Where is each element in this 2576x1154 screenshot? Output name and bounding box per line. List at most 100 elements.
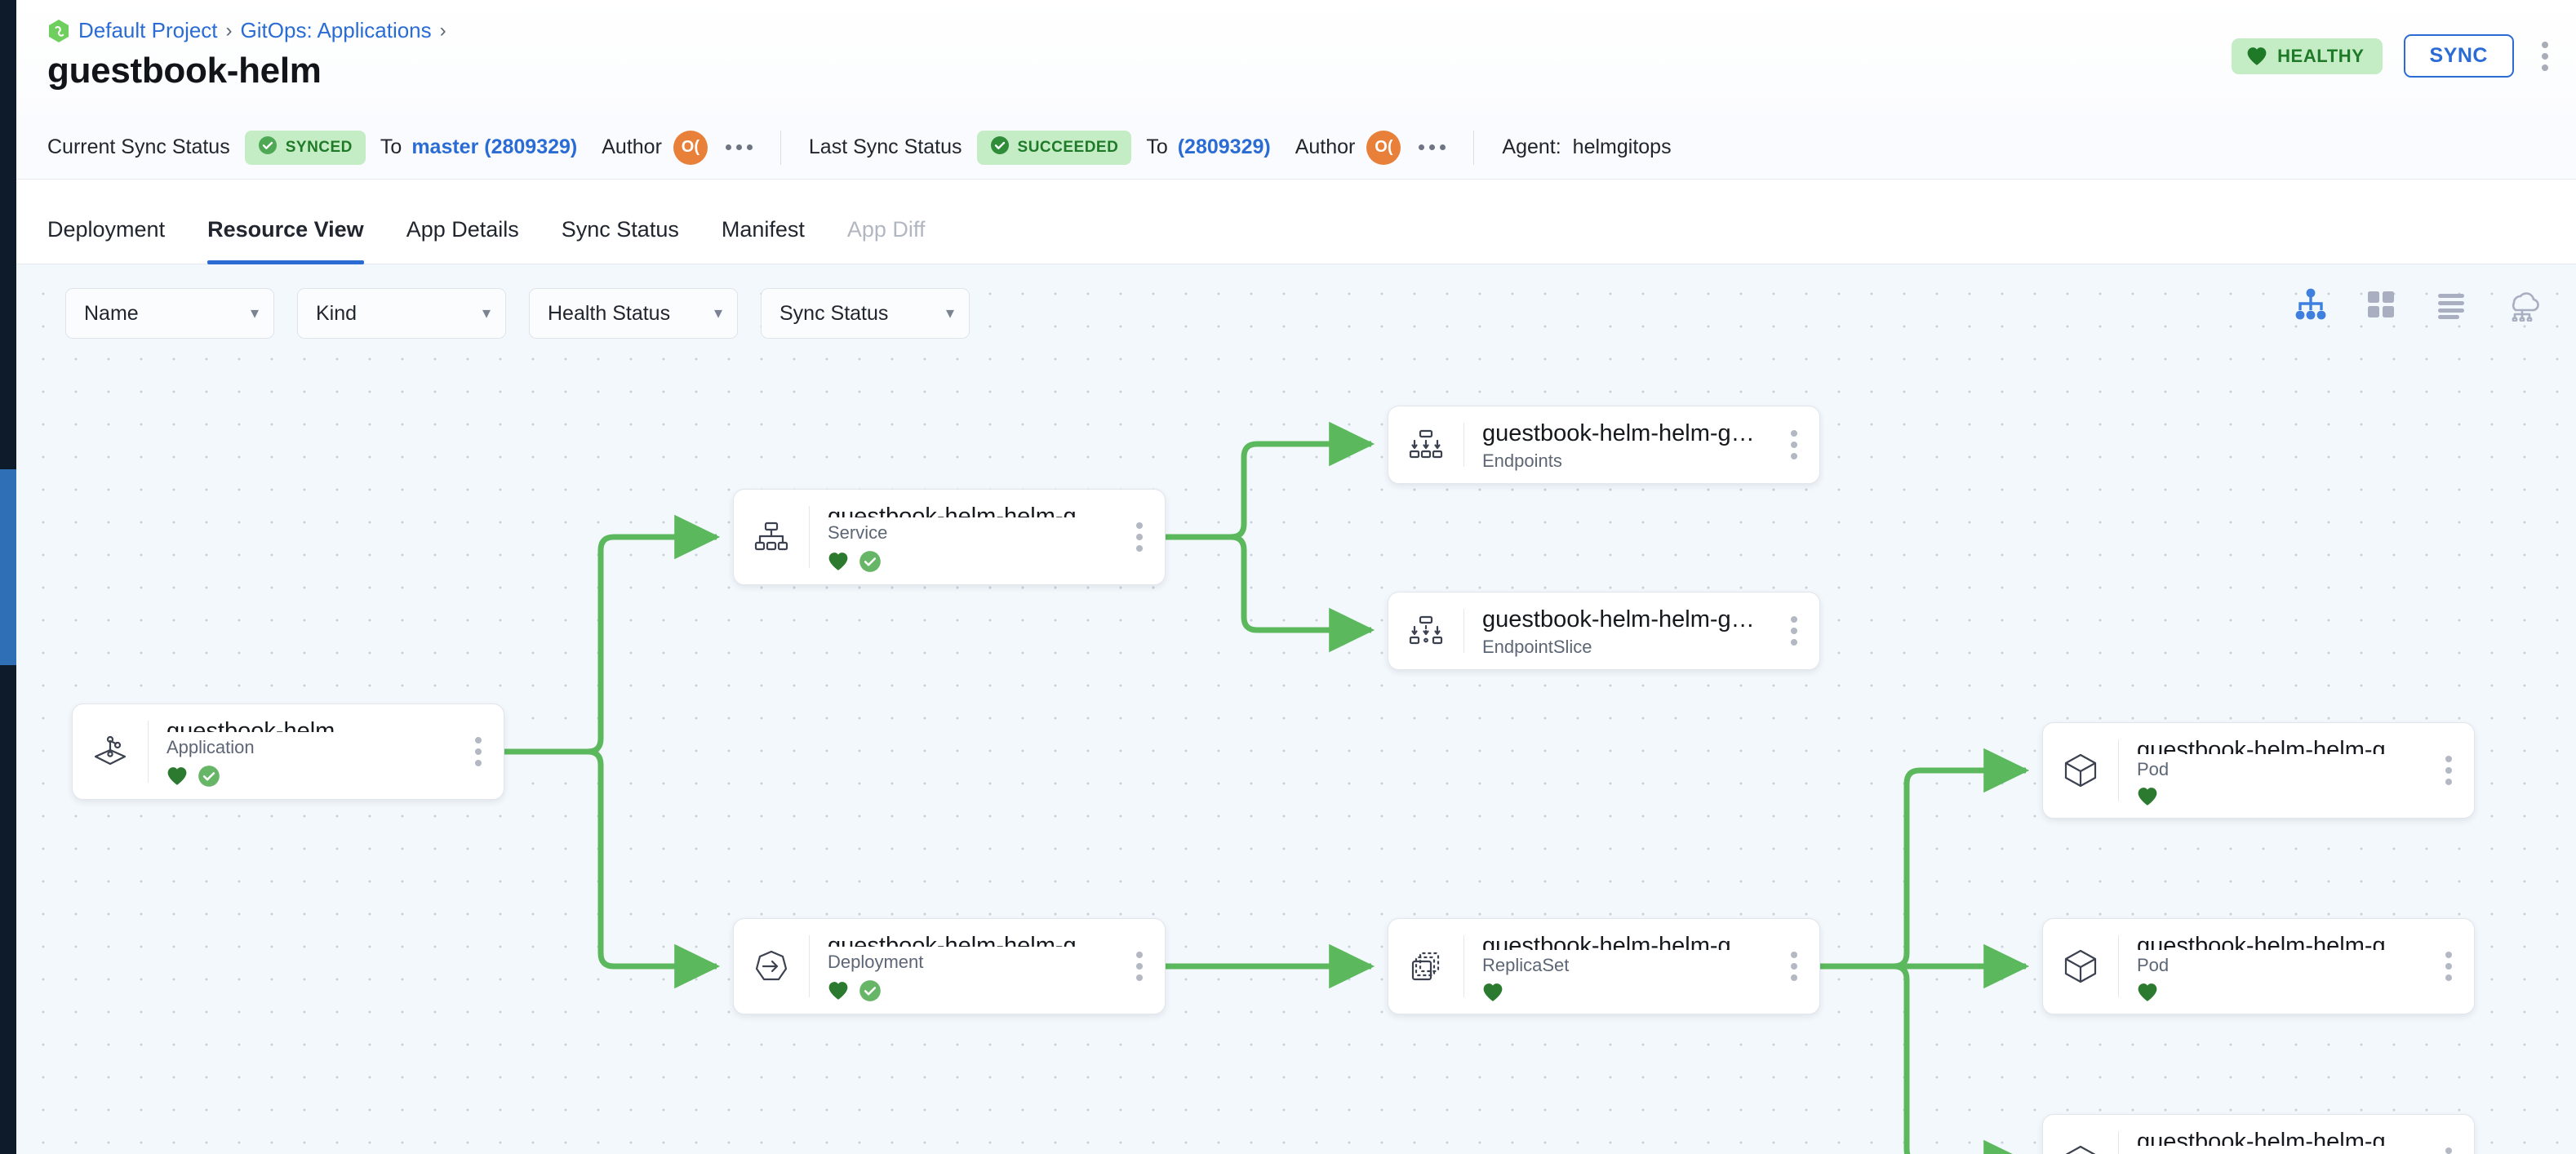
node-kebab-menu-icon[interactable] [2423, 1115, 2474, 1154]
breadcrumb-item-gitops-applications[interactable]: GitOps: Applications [240, 18, 432, 42]
filter-bar: Name ▾ Kind ▾ Health Status ▾ Sync Statu… [16, 264, 2576, 362]
graph-node-endpoints[interactable]: guestbook-helm-helm-g… Endpoints [1388, 406, 1820, 484]
node-kebab-menu-icon[interactable] [1769, 593, 1819, 669]
node-kind: Pod [2137, 759, 2170, 779]
tab-resource-view[interactable]: Resource View [207, 217, 364, 264]
node-title: guestbook-helm-helm-g… [2137, 933, 2409, 950]
current-more-icon[interactable] [725, 144, 753, 150]
node-kebab-menu-icon[interactable] [1114, 490, 1165, 584]
graph-node-pod-1[interactable]: guestbook-helm-helm-g… Pod [2042, 722, 2475, 819]
endpointslice-icon [1388, 593, 1463, 669]
heart-icon [2246, 47, 2267, 66]
kebab-menu-icon[interactable] [2535, 38, 2555, 74]
status-badge-synced[interactable]: SYNCED [244, 130, 366, 165]
node-kind: Pod [2137, 955, 2170, 975]
current-to-label: To [380, 135, 402, 158]
node-title: guestbook-helm-helm-g… [1482, 606, 1755, 632]
heart-icon [2137, 983, 2158, 1002]
agent-label: Agent: [1502, 135, 1561, 158]
node-title: guestbook-helm-helm-g… [1482, 933, 1755, 950]
heart-icon [2137, 787, 2158, 806]
argo-project-icon [47, 19, 70, 43]
graph-node-endpointslice[interactable]: guestbook-helm-helm-g… EndpointSlice [1388, 592, 1820, 670]
breadcrumb-separator-icon-2: › [439, 19, 446, 42]
node-divider [2118, 739, 2119, 801]
sync-status-strip: Current Sync Status SYNCED To master (28… [16, 116, 2576, 180]
node-kind: Application [167, 737, 255, 757]
last-sync-status-label: Last Sync Status [808, 135, 962, 158]
node-divider [148, 721, 149, 783]
chevron-down-icon-3: ▾ [713, 304, 722, 322]
node-title: guestbook-helm-helm-g… [2137, 737, 2409, 754]
tab-deployment[interactable]: Deployment [47, 217, 166, 242]
node-divider [2118, 935, 2119, 997]
graph-node-pod-2[interactable]: guestbook-helm-helm-g… Pod [2042, 918, 2475, 1014]
last-revision-link[interactable]: (2809329) [1177, 135, 1271, 158]
status-badge-succeeded[interactable]: SUCCEEDED [976, 130, 1132, 165]
node-kebab-menu-icon[interactable] [1769, 919, 1819, 1014]
node-kind: EndpointSlice [1482, 637, 1592, 657]
node-kind: ReplicaSet [1482, 955, 1570, 975]
tab-app-diff: App Diff [846, 217, 926, 242]
node-kebab-menu-icon[interactable] [2423, 919, 2474, 1014]
synced-check-icon [198, 765, 220, 788]
synced-pill-label: SYNCED [285, 138, 353, 156]
current-revision-link[interactable]: master (2809329) [411, 135, 578, 158]
current-sync-status-label: Current Sync Status [47, 135, 230, 158]
heart-icon [1482, 983, 1503, 1002]
node-kind: Endpoints [1482, 451, 1562, 471]
synced-check-icon [859, 550, 882, 573]
breadcrumb-item-default-project[interactable]: Default Project [78, 18, 218, 42]
graph-node-service[interactable]: guestbook-helm-helm-g… Service [733, 489, 1166, 585]
graph-node-deployment[interactable]: guestbook-helm-helm-g… Deployment [733, 918, 1166, 1014]
tab-app-details[interactable]: App Details [406, 217, 519, 242]
chevron-down-icon-4: ▾ [945, 304, 954, 322]
replicaset-icon [1388, 919, 1463, 1014]
current-author-label: Author [602, 135, 662, 158]
page-header: Default Project › GitOps: Applications ›… [16, 0, 2576, 116]
last-author-label: Author [1295, 135, 1356, 158]
status-badge-health[interactable]: HEALTHY [2232, 38, 2383, 74]
tab-bar: Deployment Resource View App Details Syn… [16, 180, 2576, 264]
avatar-2[interactable]: O( [1366, 130, 1401, 165]
graph-node-replicaset[interactable]: guestbook-helm-helm-g… ReplicaSet [1388, 918, 1820, 1014]
graph-node-pod-3[interactable]: guestbook-helm-helm-g… Pod [2042, 1114, 2475, 1154]
last-more-icon[interactable] [1419, 144, 1446, 150]
pod-icon [2043, 723, 2118, 818]
avatar[interactable]: O( [673, 130, 708, 165]
list-view-icon[interactable] [2434, 287, 2468, 322]
node-kebab-menu-icon[interactable] [1769, 406, 1819, 483]
sync-button[interactable]: SYNC [2403, 34, 2514, 78]
filter-sync-status-select[interactable]: Sync Status ▾ [761, 288, 970, 339]
service-icon [734, 490, 809, 584]
breadcrumb: Default Project › GitOps: Applications › [47, 18, 446, 43]
heart-icon [828, 552, 849, 571]
chevron-down-icon-2: ▾ [482, 304, 491, 322]
tree-view-icon[interactable] [2294, 287, 2328, 322]
filter-kind-label: Kind [316, 301, 358, 325]
filter-sync-status-label: Sync Status [779, 301, 889, 325]
graph-node-application[interactable]: guestbook-helm Application [72, 703, 504, 800]
agent-value: helmgitops [1572, 135, 1672, 158]
network-view-icon[interactable] [2504, 287, 2540, 322]
node-kebab-menu-icon[interactable] [2423, 723, 2474, 818]
endpoints-icon [1388, 406, 1463, 483]
node-kebab-menu-icon[interactable] [453, 704, 504, 799]
filter-health-status-select[interactable]: Health Status ▾ [529, 288, 738, 339]
health-badge-label: HEALTHY [2277, 45, 2365, 66]
filter-name-select[interactable]: Name ▾ [65, 288, 274, 339]
grid-view-icon[interactable] [2364, 287, 2398, 322]
node-divider [809, 506, 810, 568]
deployment-icon [734, 919, 809, 1014]
node-status-icons [828, 550, 1114, 573]
node-divider [1463, 935, 1464, 997]
node-title: guestbook-helm-helm-g… [828, 933, 1100, 947]
page-title: guestbook-helm [47, 51, 322, 91]
resource-graph-canvas[interactable]: Name ▾ Kind ▾ Health Status ▾ Sync Statu… [16, 264, 2576, 1154]
node-divider [1463, 609, 1464, 653]
tab-manifest[interactable]: Manifest [721, 217, 805, 242]
node-status-icons [167, 765, 453, 788]
filter-kind-select[interactable]: Kind ▾ [297, 288, 506, 339]
tab-sync-status[interactable]: Sync Status [561, 217, 679, 242]
node-kebab-menu-icon[interactable] [1114, 919, 1165, 1014]
